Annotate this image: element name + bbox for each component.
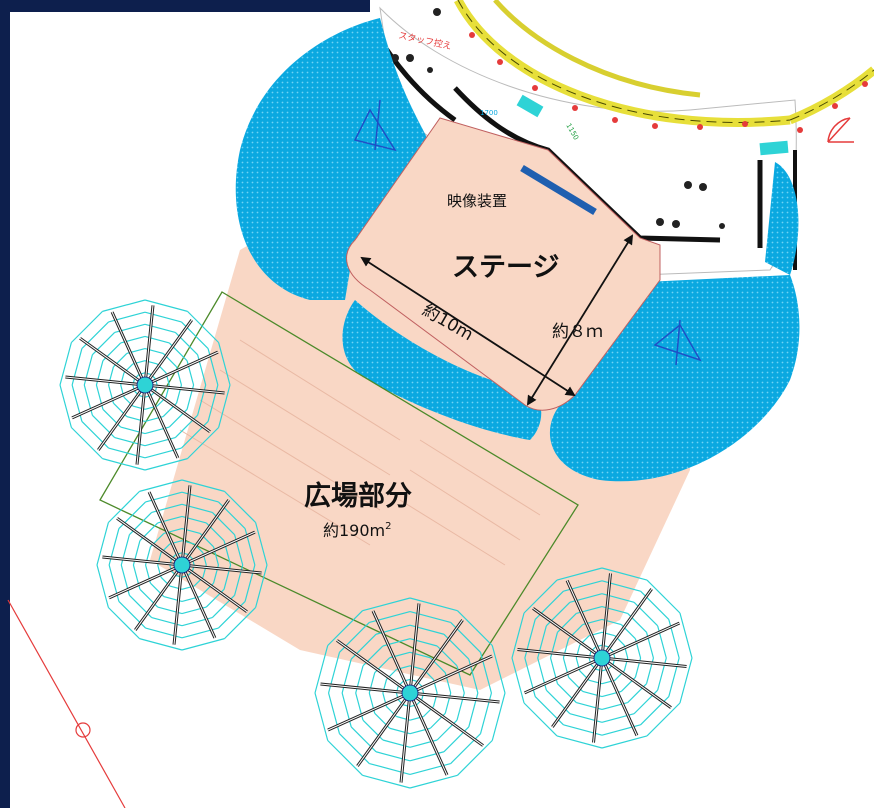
- reference-marker: [75, 722, 91, 738]
- video-device-bar: [520, 165, 597, 215]
- reference-line: [7, 599, 126, 808]
- spotlight-icon: [353, 99, 702, 366]
- umbrella-tent: [59, 299, 231, 471]
- left-frame-bar: [0, 0, 10, 808]
- stage-depth-label: 約８ｍ: [552, 322, 603, 342]
- top-frame-bar: [0, 0, 370, 12]
- staff-equipment: [391, 8, 725, 229]
- video-device-label: 映像装置: [447, 192, 507, 210]
- plaza-label: 広場部分: [304, 480, 412, 512]
- stage-label: ステージ: [452, 252, 559, 283]
- seating-left: [235, 18, 430, 300]
- umbrella-tent: [314, 597, 506, 789]
- umbrella-tents: [59, 299, 693, 789]
- plaza-seating-grid: [179, 339, 541, 566]
- depth-dimension-arrow: [526, 234, 634, 406]
- umbrella-tent: [511, 567, 693, 749]
- svg-text:1700: 1700: [480, 109, 498, 117]
- umbrella-tent: [96, 479, 268, 651]
- seating-right: [549, 275, 800, 482]
- plaza-area-label: 約190m2: [323, 521, 392, 540]
- door-swing-icon: [827, 117, 854, 143]
